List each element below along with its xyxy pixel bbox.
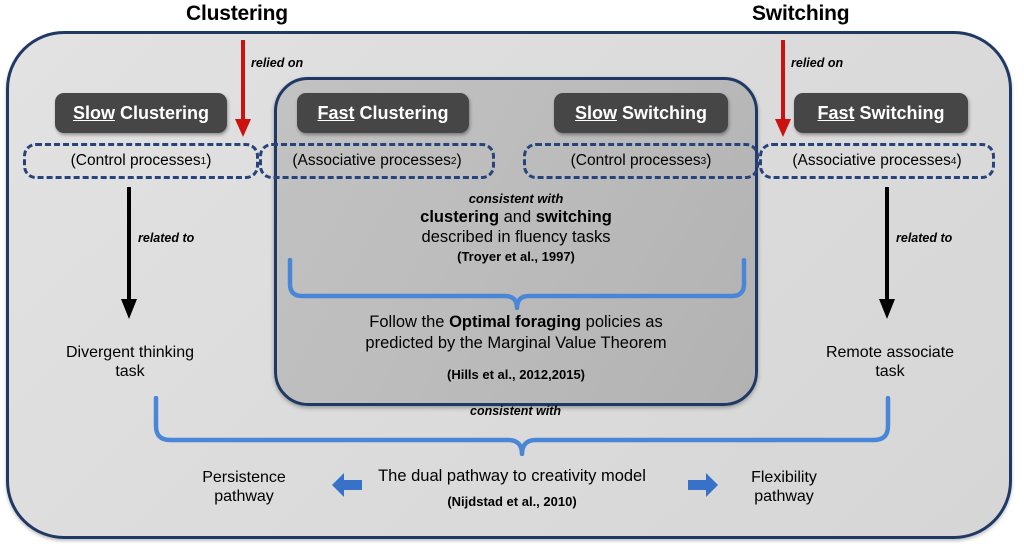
brace-inner-icon (287, 258, 747, 310)
fluency-tasks-line: described in fluency tasks (421, 228, 611, 246)
arrow-right-icon (688, 473, 718, 497)
process-superscript: 3 (700, 155, 707, 167)
node-remote-associate-task: Remote associate task (825, 344, 955, 380)
centre-optimal-foraging-block: Follow the Optimal foraging policies as … (280, 312, 752, 385)
optimal-foraging-line: Follow the Optimal foraging policies as (280, 312, 752, 333)
process-text: (Control processes (570, 152, 701, 169)
pill-underlined-word: Fast (817, 102, 855, 123)
process-close-paren: ) (456, 152, 462, 169)
dual-pathway-model-label: The dual pathway to creativity model (378, 467, 646, 485)
heading-switching: Switching (752, 2, 850, 25)
relied-on-arrow-left-icon (235, 40, 251, 137)
process-close-paren: ) (706, 152, 712, 169)
node-persistence-pathway: Persistence pathway (202, 469, 286, 505)
conjunction: and (499, 208, 536, 226)
foraging-post: policies as (581, 313, 663, 331)
process-superscript: 2 (450, 155, 457, 167)
process-close-paren: ) (206, 152, 212, 169)
clustering-switching-line: clustering and switching (280, 207, 752, 227)
pill-bold-word: Clustering (120, 102, 210, 123)
related-to-arrow-right-icon (879, 187, 895, 319)
heading-clustering: Clustering (186, 2, 288, 25)
node-divergent-thinking-task: Divergent thinking task (65, 344, 195, 380)
related-to-label-left: related to (138, 231, 195, 245)
process-text: (Control processes (70, 152, 201, 169)
pill-underlined-word: Fast (317, 102, 355, 123)
pill-bold-word: Switching (859, 102, 945, 123)
pill-bold-word: Switching (622, 102, 707, 123)
citation-troyer: (Troyer et al., 1997) (457, 249, 575, 264)
arrow-left-icon (332, 473, 362, 497)
citation-nijdstad: (Nijdstad et al., 2010) (447, 494, 577, 509)
pill-underlined-word: Slow (574, 102, 617, 123)
bold-switching: switching (535, 208, 612, 226)
process-text: (Associative processes (792, 152, 951, 169)
bold-optimal-foraging: Optimal foraging (449, 313, 582, 331)
consistent-with-label-outer: consistent with (470, 404, 561, 418)
foraging-pre: Follow the (369, 313, 450, 331)
pill-bold-word: Clustering (359, 102, 449, 123)
dual-pathway-model-block: The dual pathway to creativity model (Ni… (332, 466, 692, 512)
process-superscript: 4 (950, 155, 957, 167)
marginal-value-theorem-line: predicted by the Marginal Value Theorem (365, 334, 667, 352)
process-superscript: 1 (200, 155, 207, 167)
related-to-arrow-left-icon (121, 187, 137, 319)
pill-underlined-word: Slow (72, 102, 115, 123)
process-close-paren: ) (956, 152, 962, 169)
bold-clustering: clustering (420, 208, 500, 226)
process-text: (Associative processes (292, 152, 451, 169)
relied-on-arrow-right-icon (775, 40, 791, 137)
citation-hills: (Hills et al., 2012,2015) (446, 367, 586, 382)
consistent-with-label-inner: consistent with (468, 191, 564, 206)
centre-consistent-with-block: consistent with clustering and switching… (280, 190, 752, 267)
node-flexibility-pathway: Flexibility pathway (751, 469, 817, 505)
related-to-label-right: related to (896, 231, 953, 245)
relied-on-label-right: relied on (791, 56, 844, 70)
relied-on-label-left: relied on (251, 56, 304, 70)
brace-outer-icon (153, 396, 891, 456)
